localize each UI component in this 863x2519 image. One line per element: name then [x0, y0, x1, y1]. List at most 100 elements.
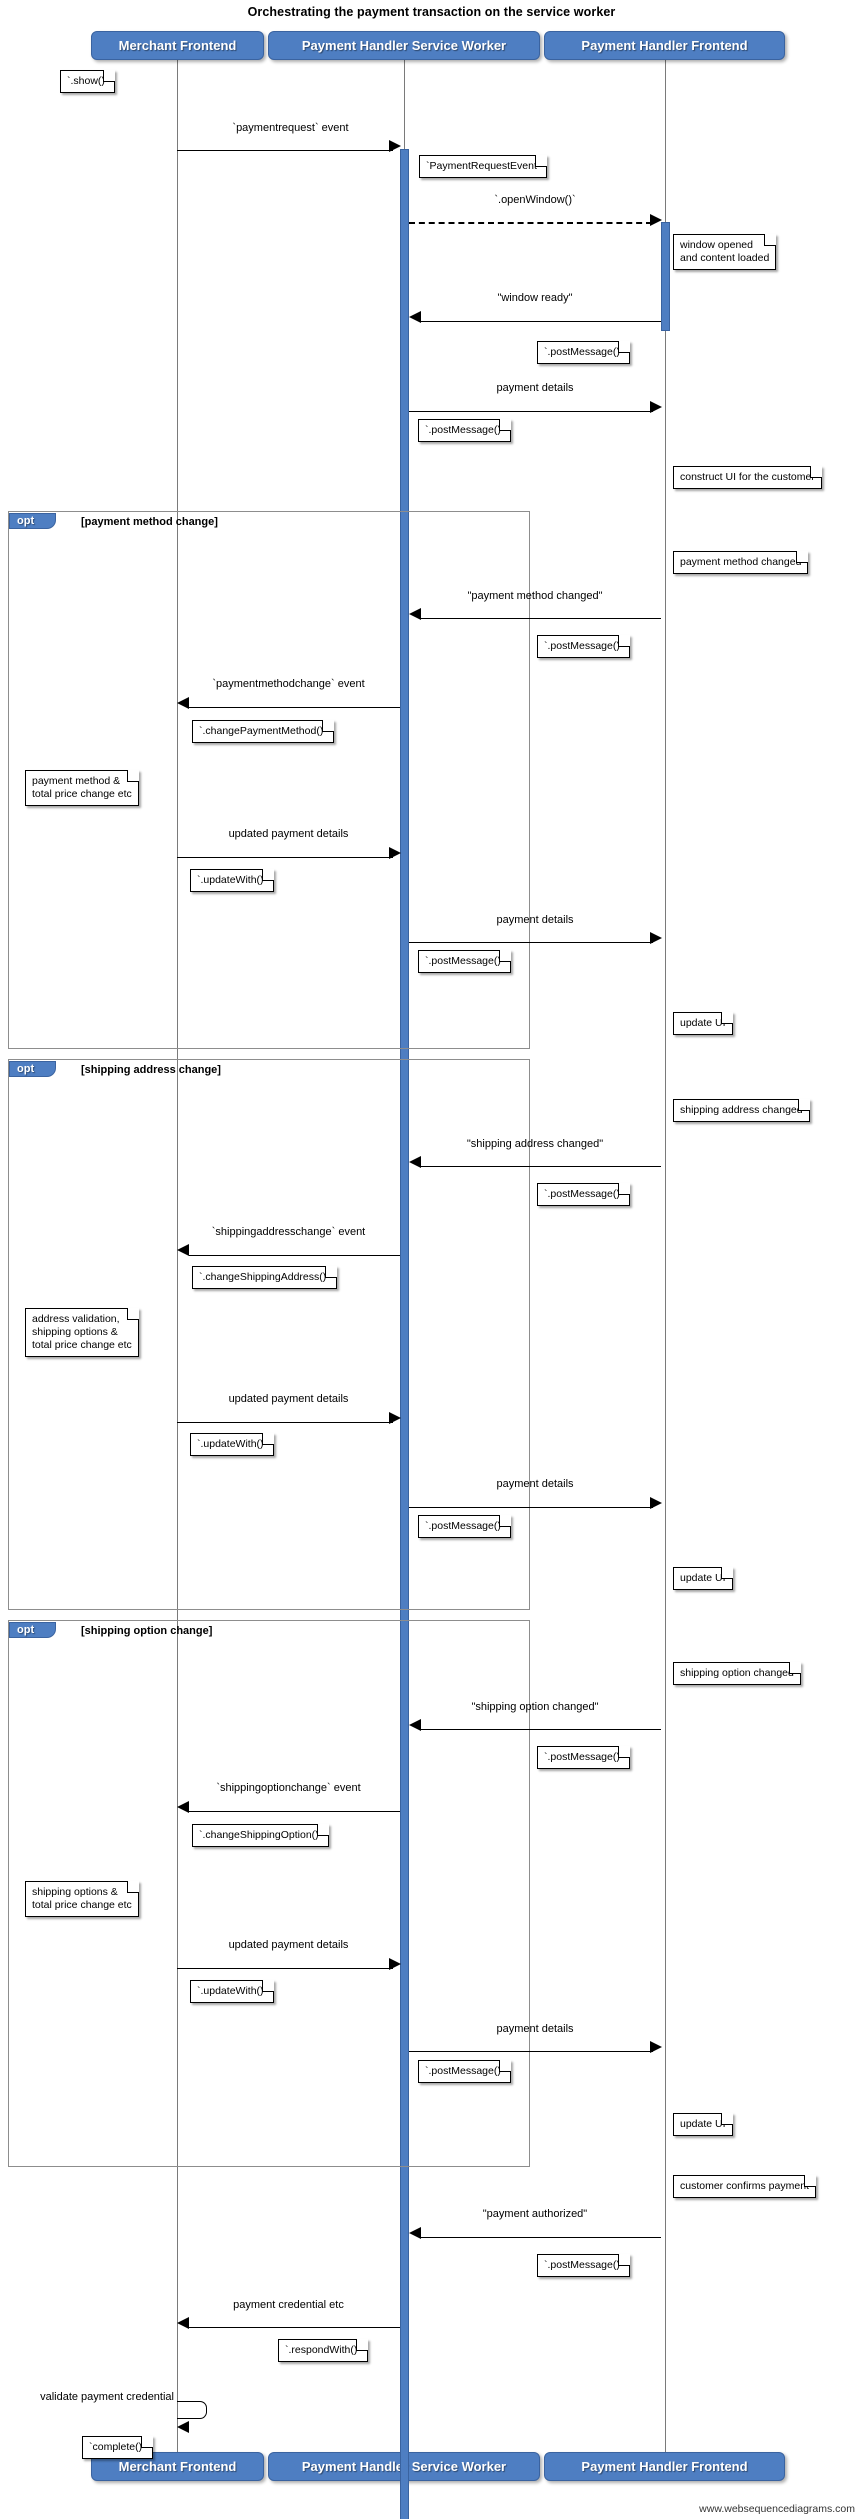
message-label-updated-payment-details-3: updated payment details: [228, 1939, 349, 1952]
message-line-shipping-option-changed: [421, 1728, 661, 1730]
note-update-ui-3: update UI: [673, 2113, 733, 2137]
fragment-keyword-1: opt: [9, 512, 56, 529]
message-label-payment-authorized: "payment authorized": [482, 2208, 588, 2221]
note-update-ui-2: update UI: [673, 1566, 733, 1590]
message-line-updated-payment-details-2: [177, 1421, 393, 1423]
note-address-validation: address validation, shipping options & t…: [25, 1307, 139, 1357]
note-postmessage-1: `.postMessage()`: [537, 340, 631, 364]
message-label-paymentrequest: `paymentrequest` event: [232, 121, 349, 134]
message-arrow-payment-details-4: [650, 2041, 662, 2054]
message-arrow-payment-authorized: [409, 2226, 421, 2239]
message-label-paymentmethodchange: `paymentmethodchange` event: [212, 678, 365, 691]
note-construct-ui: construct UI for the customer: [673, 465, 822, 489]
message-arrow-validate-payment-credential: [177, 2420, 189, 2433]
message-label-payment-details-1: payment details: [496, 382, 574, 395]
message-line-shipping-address-changed: [421, 1165, 661, 1167]
message-arrow-payment-details-1: [650, 400, 662, 413]
message-label-updated-payment-details-2: updated payment details: [228, 1393, 349, 1406]
note-update-with-1: `.updateWith()`: [190, 868, 275, 892]
note-postmessage-5: `.postMessage()`: [537, 1182, 631, 1206]
actor-label: Payment Handler Frontend: [581, 38, 748, 53]
message-label-shipping-address-changed: "shipping address changed": [466, 1137, 604, 1150]
fragment-keyword-2: opt: [9, 1060, 56, 1077]
note-shipping-address-changed: shipping address changed: [673, 1099, 810, 1123]
message-arrow-shipping-option-changed: [409, 1718, 421, 1731]
message-line-payment-details-1: [409, 410, 653, 412]
message-label-payment-details-4: payment details: [496, 2022, 574, 2035]
message-label-shippingoptionchange: `shippingoptionchange` event: [216, 1782, 361, 1795]
actor-payment-handler-frontend-top[interactable]: Payment Handler Frontend: [544, 31, 785, 60]
message-line-shippingoptionchange: [189, 1810, 400, 1812]
message-line-paymentrequest: [177, 150, 393, 152]
note-postmessage-8: `.postMessage()`: [418, 2059, 512, 2083]
message-arrow-payment-credential: [177, 2317, 189, 2330]
message-line-payment-details-2: [409, 942, 653, 944]
message-label-updated-payment-details-1: updated payment details: [228, 828, 349, 841]
message-arrow-shipping-address-changed: [409, 1155, 421, 1168]
message-line-window-ready: [421, 320, 661, 322]
note-change-shipping-option: `.changeShippingOption()`: [192, 1824, 330, 1848]
note-update-ui-1: update UI: [673, 1012, 733, 1036]
message-line-updated-payment-details-3: [177, 1967, 393, 1969]
message-arrow-openwindow: [650, 213, 662, 226]
message-line-payment-credential: [189, 2327, 400, 2329]
message-label-shipping-option-changed: "shipping option changed": [471, 1700, 599, 1713]
message-line-updated-payment-details-1: [177, 856, 393, 858]
fragment-keyword-label: opt: [17, 1624, 35, 1637]
fragment-opt-shipping-address-change: [8, 1059, 530, 1611]
note-update-with-3: `.updateWith()`: [190, 1979, 275, 2003]
note-payment-request-event: `PaymentRequestEvent`: [419, 155, 548, 179]
page-title: Orchestrating the payment transaction on…: [247, 5, 616, 19]
message-self-validate-payment-credential: [177, 2400, 207, 2419]
note-window-opened: window opened and content loaded: [673, 233, 777, 270]
note-customer-confirms-payment: customer confirms payment: [673, 2175, 816, 2199]
message-arrow-payment-details-3: [650, 1496, 662, 1509]
message-arrow-updated-payment-details-1: [389, 846, 401, 859]
message-label-payment-credential: payment credential etc: [233, 2298, 344, 2311]
note-show: `.show()`: [60, 70, 116, 94]
fragment-keyword-label: opt: [17, 514, 35, 527]
message-arrow-window-ready: [409, 310, 421, 323]
actor-label: Merchant Frontend: [118, 2459, 237, 2474]
actor-service-worker-top[interactable]: Payment Handler Service Worker: [268, 31, 540, 60]
message-arrow-paymentmethodchange: [177, 696, 189, 709]
note-change-shipping-address: `.changeShippingAddress()`: [192, 1266, 337, 1290]
note-postmessage-2: `.postMessage()`: [418, 419, 512, 443]
fragment-condition-2: [shipping address change]: [81, 1064, 221, 1077]
fragment-opt-payment-method-change: [8, 511, 530, 1049]
fragment-condition-3: [shipping option change]: [81, 1625, 213, 1638]
message-line-openwindow: [409, 222, 652, 225]
message-line-payment-method-changed: [421, 617, 661, 619]
message-arrow-payment-details-2: [650, 932, 662, 945]
note-postmessage-7: `.postMessage()`: [537, 1745, 631, 1769]
actor-merchant-frontend-top[interactable]: Merchant Frontend: [91, 31, 264, 60]
actor-label: Merchant Frontend: [118, 38, 237, 53]
fragment-opt-shipping-option-change: [8, 1620, 530, 2167]
message-arrow-shippingoptionchange: [177, 1800, 189, 1813]
message-label-payment-method-changed: "payment method changed": [467, 589, 603, 602]
message-label-openwindow: `.openWindow()`: [494, 193, 576, 206]
actor-payment-handler-frontend-bottom[interactable]: Payment Handler Frontend: [544, 2452, 785, 2481]
note-update-with-2: `.updateWith()`: [190, 1433, 275, 1457]
message-line-payment-details-4: [409, 2051, 653, 2053]
fragment-condition-1: [payment method change]: [81, 516, 218, 529]
note-shipping-options-total-price: shipping options & total price change et…: [25, 1880, 139, 1917]
message-label-validate-payment-credential: validate payment credential: [40, 2390, 174, 2403]
message-arrow-updated-payment-details-3: [389, 1957, 401, 1970]
note-change-payment-method: `.changePaymentMethod()`: [192, 719, 334, 743]
fragment-keyword-3: opt: [9, 1622, 56, 1639]
note-postmessage-3: `.postMessage()`: [537, 634, 631, 658]
message-arrow-updated-payment-details-2: [389, 1411, 401, 1424]
actor-label: Payment Handler Frontend: [581, 2459, 748, 2474]
message-arrow-shippingaddresschange: [177, 1244, 189, 1257]
note-postmessage-4: `.postMessage()`: [418, 950, 512, 974]
actor-label: Payment Handler Service Worker: [301, 38, 507, 53]
note-payment-method-changed: payment method changed: [673, 551, 809, 575]
message-label-shippingaddresschange: `shippingaddresschange` event: [211, 1226, 366, 1239]
message-line-paymentmethodchange: [189, 706, 400, 708]
message-label-window-ready: "window ready": [497, 292, 573, 305]
footer-watermark: www.websequencediagrams.com: [699, 2503, 855, 2515]
note-postmessage-9: `.postMessage()`: [537, 2253, 631, 2277]
message-arrow-paymentrequest: [389, 140, 401, 153]
